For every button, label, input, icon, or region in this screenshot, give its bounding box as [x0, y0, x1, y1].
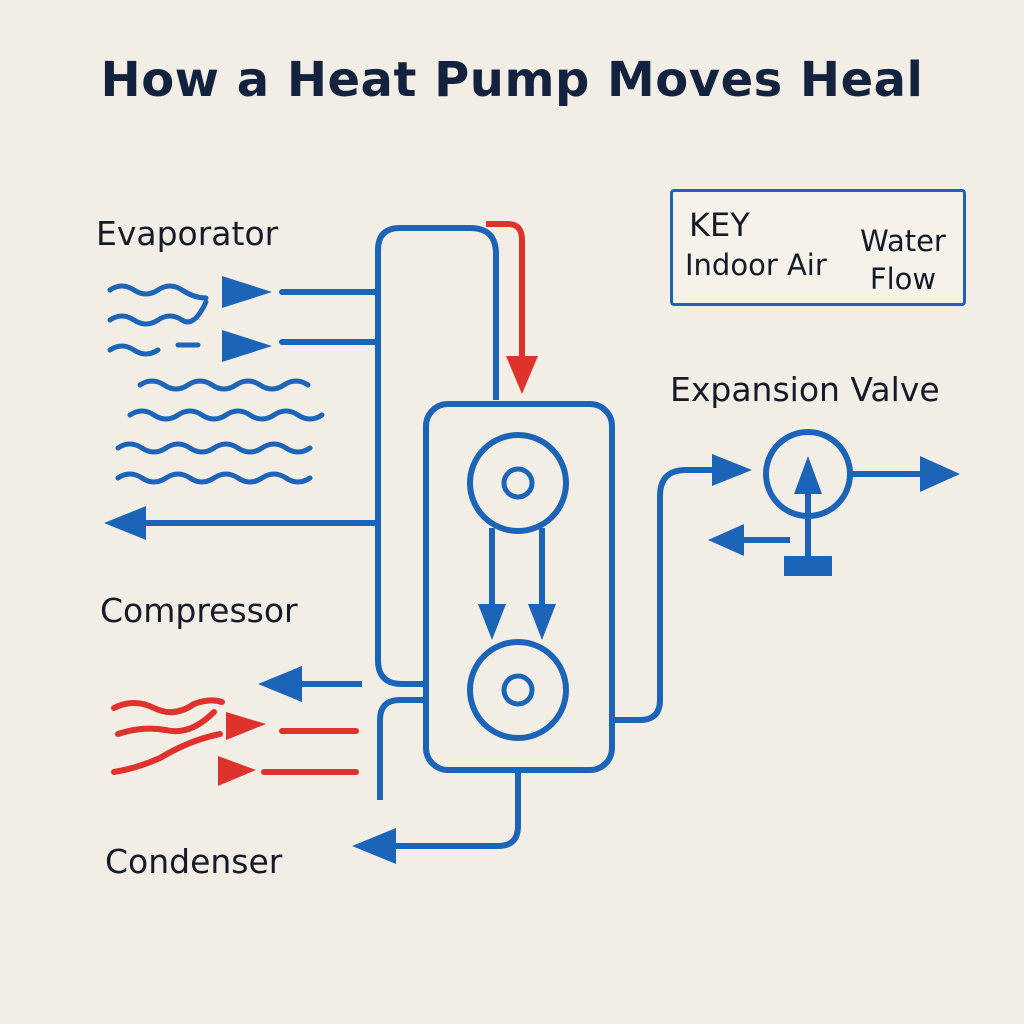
air-wave [115, 471, 313, 485]
compressor-lower-hub [501, 673, 535, 707]
key-item-water-flow: Water Flow [860, 224, 946, 296]
arrow-right-icon [920, 456, 960, 492]
hot-arrow-right-icon [218, 756, 256, 786]
air-wave [127, 408, 325, 422]
hot-refrigerant-line [486, 221, 525, 360]
arrow-left-icon [352, 828, 396, 864]
arrow-up-icon [794, 456, 822, 494]
key-legend: KEY Indoor Air Water Flow [670, 189, 966, 306]
arrow-left-icon [258, 666, 302, 702]
valve-feed-pipe [612, 467, 716, 723]
evaporator-air-waves [107, 283, 325, 485]
refrigerant-loop-pipe [375, 520, 428, 687]
air-wave [115, 441, 313, 455]
air-wave [107, 283, 209, 301]
compressor-upper-hub [501, 466, 535, 500]
refrigerant-loop-pipe [375, 225, 499, 520]
arrow-down-icon [528, 604, 556, 640]
arrow-right-icon [222, 276, 272, 308]
valve-base [784, 556, 832, 576]
condenser-pipe [377, 697, 426, 800]
arrow-left-icon [708, 524, 744, 556]
evaporator-label: Evaporator [96, 214, 279, 253]
compressor-upper-wheel [467, 432, 569, 534]
condenser-return-pipe [392, 770, 521, 849]
expansion-valve-label: Expansion Valve [670, 370, 940, 409]
key-item-indoor-air: Indoor Air [685, 248, 827, 282]
arrow-down-icon [478, 604, 506, 640]
air-wave [137, 378, 311, 392]
heat-wave [111, 731, 223, 775]
condenser-label: Condenser [105, 842, 283, 881]
compressor-label: Compressor [100, 591, 298, 630]
compressor-lower-wheel [467, 639, 569, 741]
compressor-body [423, 401, 615, 773]
condenser-heat-waves [111, 697, 359, 775]
arrow-down-icon [506, 356, 538, 394]
arrow-right-icon [222, 330, 272, 362]
key-title: KEY [689, 206, 750, 244]
diagram-title: How a Heat Pump Moves Heal [100, 52, 924, 108]
hot-arrow-right-icon [226, 712, 266, 740]
arrow-left-icon [104, 506, 146, 540]
heat-wave [111, 697, 225, 716]
evaporator-arrows [222, 276, 272, 362]
heat-wave [115, 709, 217, 737]
arrow-right-icon [712, 454, 752, 486]
air-wave [107, 343, 161, 357]
air-wave [107, 299, 209, 327]
